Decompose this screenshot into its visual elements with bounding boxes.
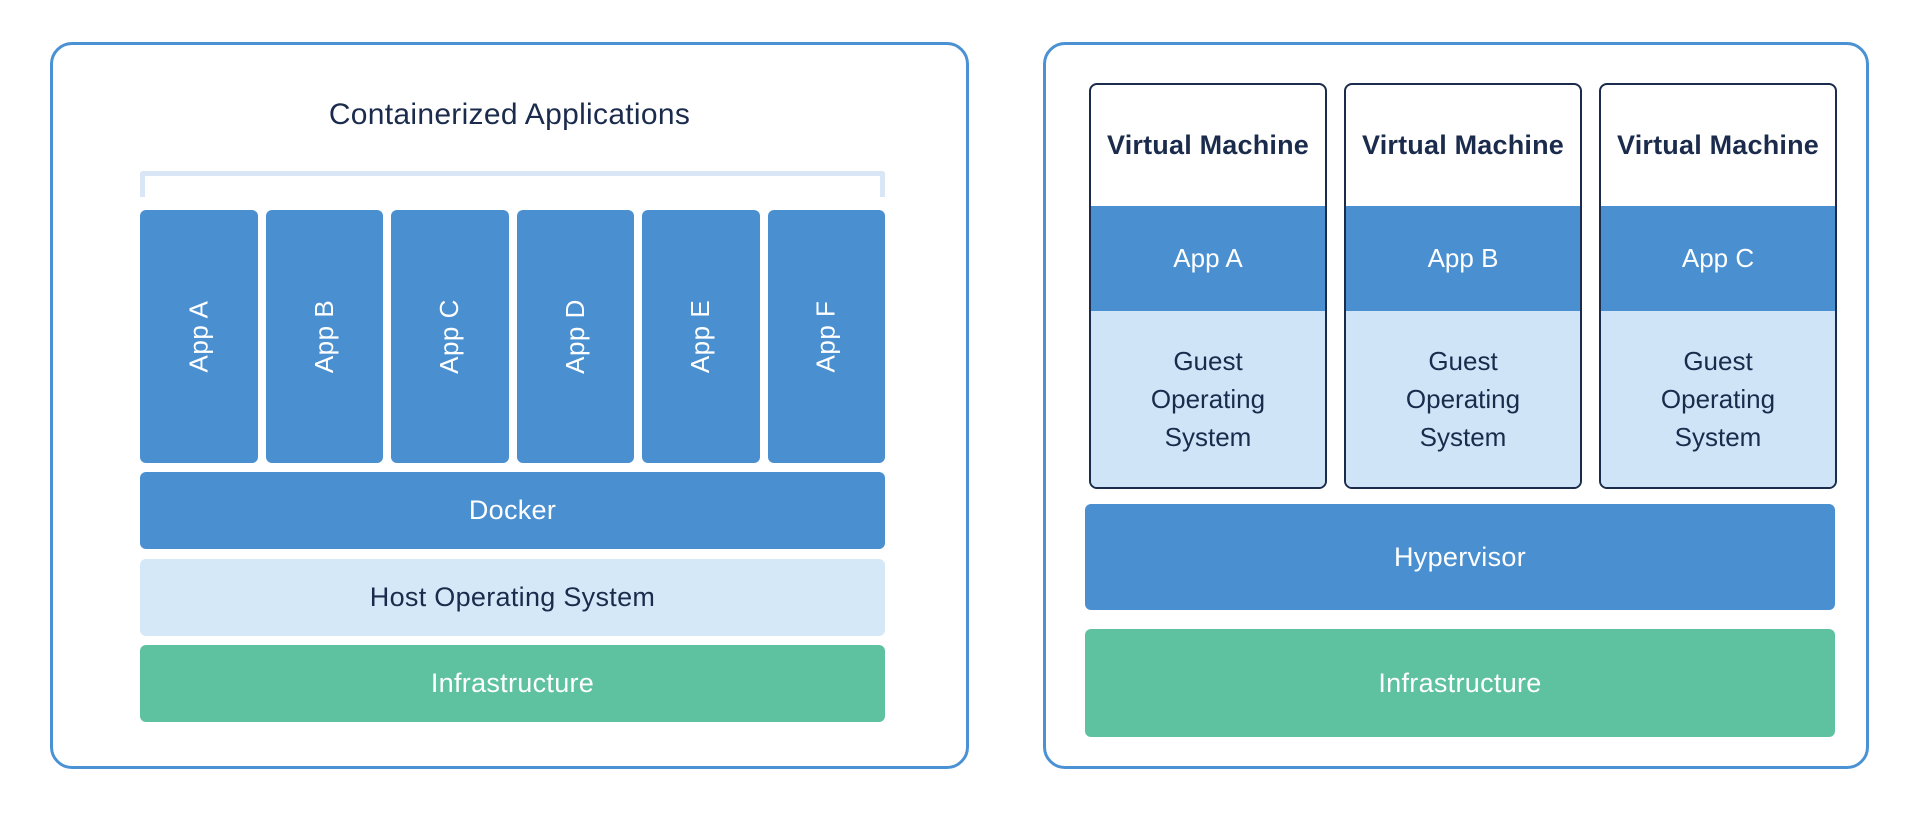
container-app-b: App B	[265, 210, 383, 463]
docker-layer-label: Docker	[468, 495, 557, 525]
hypervisor-layer-label: Hypervisor	[1393, 541, 1527, 572]
container-app-e: App E	[642, 210, 760, 463]
container-app-d: App D	[516, 210, 634, 463]
container-app-c: App C	[391, 210, 509, 463]
vm-box-1-guest-os: Guest Operating System	[1091, 311, 1325, 487]
infrastructure-layer-left-label: Infrastructure	[430, 668, 595, 698]
vm-row: Virtual Machine App A Guest Operating Sy…	[1089, 83, 1837, 489]
infrastructure-layer-left: Infrastructure	[140, 645, 885, 722]
host-os-layer-label: Host Operating System	[369, 582, 656, 612]
container-app-a: App A	[140, 210, 258, 463]
vm-box-1-app: App A	[1091, 206, 1325, 311]
vm-box-3-title: Virtual Machine	[1616, 130, 1820, 160]
vm-box-1-guest-os-label: Guest Operating System	[1150, 346, 1266, 452]
vm-box-3-guest-os-label: Guest Operating System	[1660, 346, 1776, 452]
vm-box-2-app: App B	[1346, 206, 1580, 311]
virtual-machines-panel: Virtual Machine App A Guest Operating Sy…	[1043, 42, 1869, 769]
container-app-b-label: App B	[308, 299, 339, 374]
containerized-panel: Containerized Applications App A App B A…	[50, 42, 969, 769]
vm-box-2-title: Virtual Machine	[1361, 130, 1565, 160]
vm-box-3-guest-os: Guest Operating System	[1601, 311, 1835, 487]
hypervisor-layer: Hypervisor	[1085, 504, 1835, 610]
vm-box-3-app: App C	[1601, 206, 1835, 311]
container-app-f: App F	[767, 210, 885, 463]
container-app-d-label: App D	[559, 299, 590, 374]
vm-box-2-guest-os-label: Guest Operating System	[1405, 346, 1521, 452]
apps-group-bracket	[140, 171, 885, 197]
vm-box-2: Virtual Machine App B Guest Operating Sy…	[1344, 83, 1582, 489]
vm-box-3: Virtual Machine App C Guest Operating Sy…	[1599, 83, 1837, 489]
vm-box-1-title: Virtual Machine	[1106, 130, 1310, 160]
containerized-panel-title: Containerized Applications	[328, 98, 691, 131]
vm-box-2-guest-os: Guest Operating System	[1346, 311, 1580, 487]
container-apps-row: App A App B App C App D App E App F	[140, 210, 885, 463]
infrastructure-layer-right-label: Infrastructure	[1378, 667, 1542, 698]
infrastructure-layer-right: Infrastructure	[1085, 629, 1835, 737]
docker-layer: Docker	[140, 472, 885, 549]
container-app-f-label: App F	[810, 300, 841, 373]
host-os-layer: Host Operating System	[140, 559, 885, 636]
container-app-a-label: App A	[183, 300, 214, 373]
container-app-e-label: App E	[685, 299, 716, 374]
container-app-c-label: App C	[434, 299, 465, 374]
vm-box-1: Virtual Machine App A Guest Operating Sy…	[1089, 83, 1327, 489]
